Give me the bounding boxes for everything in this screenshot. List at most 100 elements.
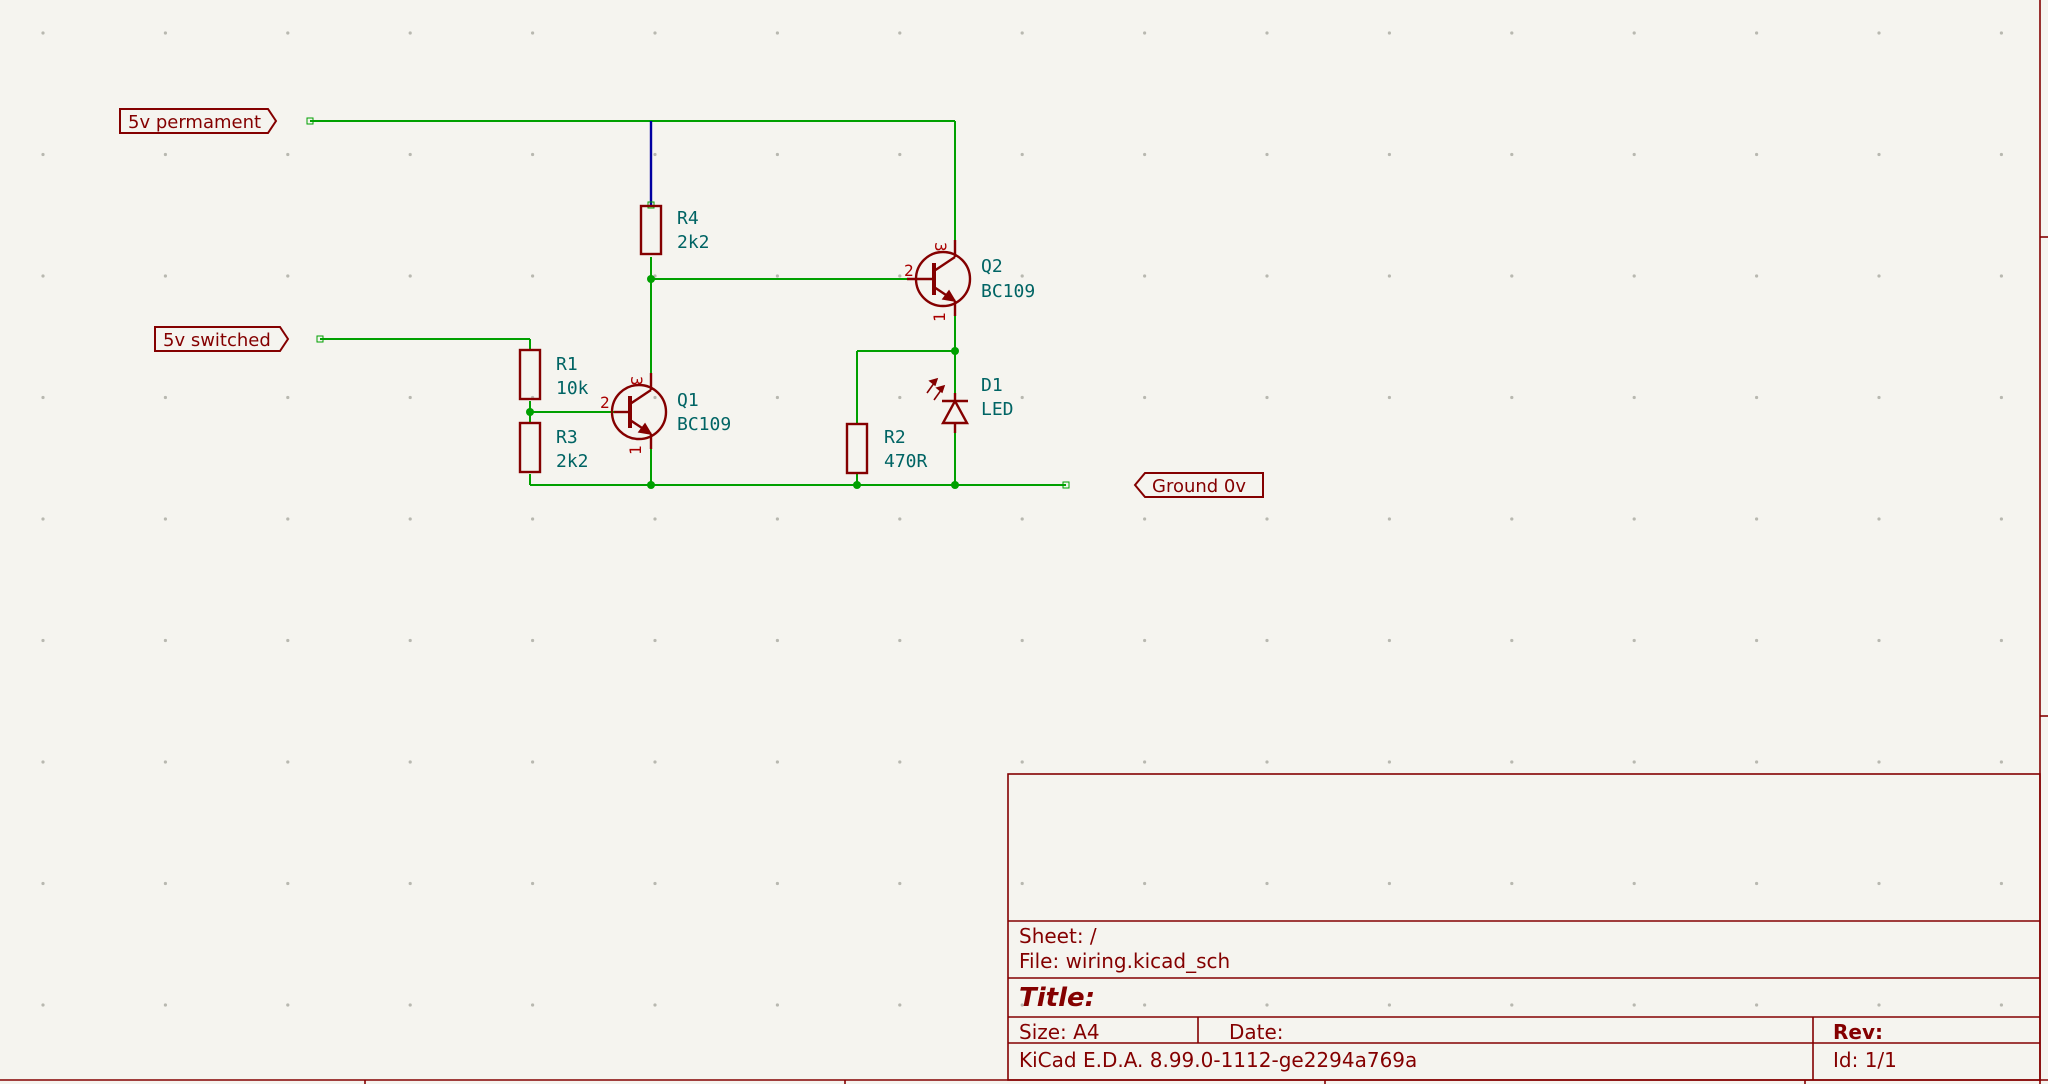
grid-dot: [286, 274, 290, 278]
grid-dot: [1755, 152, 1759, 157]
q1-pin-collector: 3: [627, 376, 646, 386]
grid-dot: [1265, 517, 1269, 521]
grid-dot: [286, 638, 290, 643]
grid-dot: [1877, 274, 1881, 278]
label-ground[interactable]: Ground 0v: [1133, 472, 1264, 498]
d1-ref: D1: [981, 375, 1003, 396]
label-5v-switched[interactable]: 5v switched: [154, 326, 290, 352]
grid-dot: [1999, 517, 2003, 521]
q2-ref: Q2: [981, 256, 1003, 277]
grid-dot: [163, 274, 167, 278]
grid-dot: [408, 517, 412, 521]
grid-dot: [531, 274, 535, 278]
grid-dot: [163, 31, 167, 35]
grid-dot: [1999, 152, 2003, 157]
grid-dot: [898, 760, 902, 764]
grid-dot: [1755, 31, 1759, 35]
grid-dot: [1387, 395, 1391, 400]
grid-dot: [1632, 638, 1636, 643]
q2-pin-collector: 3: [931, 242, 950, 252]
grid-dot: [41, 760, 45, 764]
grid-dot: [898, 638, 902, 643]
grid-dot: [1999, 638, 2003, 643]
title-block-rev: Rev:: [1833, 1020, 1883, 1044]
grid-dot: [1877, 31, 1881, 35]
grid-dot: [1510, 881, 1514, 886]
grid-dot: [163, 395, 167, 400]
transistor-q1[interactable]: 2 3 1 Q1 BC109: [600, 373, 731, 455]
transistor-q2[interactable]: 2 3 1 Q2 BC109: [904, 240, 1035, 322]
resistor-r4[interactable]: R4 2k2: [639, 204, 710, 256]
grid-dot: [775, 517, 780, 521]
grid-dot: [163, 881, 167, 886]
grid-dot: [1999, 760, 2003, 764]
r1-value: 10k: [556, 378, 589, 399]
grid-dot: [408, 152, 412, 157]
grid-dot: [531, 517, 535, 521]
grid-dot: [408, 1003, 412, 1007]
grid-dot: [653, 517, 657, 521]
q1-pin-emitter: 1: [626, 445, 645, 455]
resistor-r3[interactable]: R3 2k2: [518, 421, 589, 474]
grid-dot: [531, 31, 535, 35]
grid-dot: [1510, 274, 1514, 278]
grid-dot: [286, 152, 290, 157]
grid-dot: [408, 395, 412, 400]
grid-dot: [1387, 152, 1391, 157]
grid-dot: [1020, 31, 1024, 35]
grid-dot: [1632, 31, 1636, 35]
grid-dot: [653, 31, 657, 35]
grid-dot: [163, 1003, 167, 1007]
grid-dot: [1632, 517, 1636, 521]
grid-dot: [1020, 152, 1024, 157]
grid-dot: [1265, 760, 1269, 764]
grid-dot: [653, 638, 657, 643]
grid-dot: [1265, 881, 1269, 886]
label-5v-switched-text: 5v switched: [163, 330, 271, 351]
grid-dot: [653, 1003, 657, 1007]
grid-dot: [1510, 638, 1514, 643]
grid-dot: [1999, 395, 2003, 400]
title-block-kicad-version: KiCad E.D.A. 8.99.0-1112-ge2294a769a: [1019, 1048, 1417, 1072]
led-d1[interactable]: D1 LED: [926, 375, 1014, 433]
grid-dot: [531, 760, 535, 764]
grid-dot: [775, 1003, 780, 1007]
grid-dot: [1387, 517, 1391, 521]
grid-dot: [1020, 395, 1024, 400]
grid-dot: [408, 760, 412, 764]
grid-dot: [1387, 760, 1391, 764]
q1-value: BC109: [677, 414, 731, 435]
grid-dot: [1632, 760, 1636, 764]
title-block-file: File: wiring.kicad_sch: [1019, 949, 1230, 973]
grid-dot: [41, 395, 45, 400]
grid-dot: [1143, 274, 1147, 278]
grid-dot: [286, 31, 290, 35]
grid-dot: [1265, 274, 1269, 278]
grid-dot: [408, 881, 412, 886]
grid-dot: [898, 31, 902, 35]
r2-ref: R2: [884, 427, 906, 448]
grid-dot: [1877, 881, 1881, 886]
grid-dot: [1265, 638, 1269, 643]
grid-dot: [1265, 152, 1269, 157]
grid-dot: [653, 760, 657, 764]
title-block-sheet: Sheet: /: [1019, 924, 1097, 948]
resistor-r1[interactable]: R1 10k: [518, 348, 589, 401]
grid-dot: [1999, 274, 2003, 278]
grid-dot: [898, 395, 902, 400]
grid-dot: [531, 152, 535, 157]
title-block-id: Id: 1/1: [1833, 1048, 1897, 1072]
grid-dot: [1755, 1003, 1759, 1007]
label-5v-permanent[interactable]: 5v permament: [119, 108, 278, 134]
grid-dot: [775, 274, 780, 278]
junctions: [526, 275, 959, 489]
grid-dot: [1999, 881, 2003, 886]
grid-dot: [775, 31, 780, 35]
grid-dot: [898, 881, 902, 886]
grid-dot: [1020, 517, 1024, 521]
grid-dot: [1632, 395, 1636, 400]
resistor-r2[interactable]: R2 470R: [845, 422, 928, 475]
q1-pin-base: 2: [600, 393, 610, 412]
q2-pin-base: 2: [904, 261, 914, 280]
